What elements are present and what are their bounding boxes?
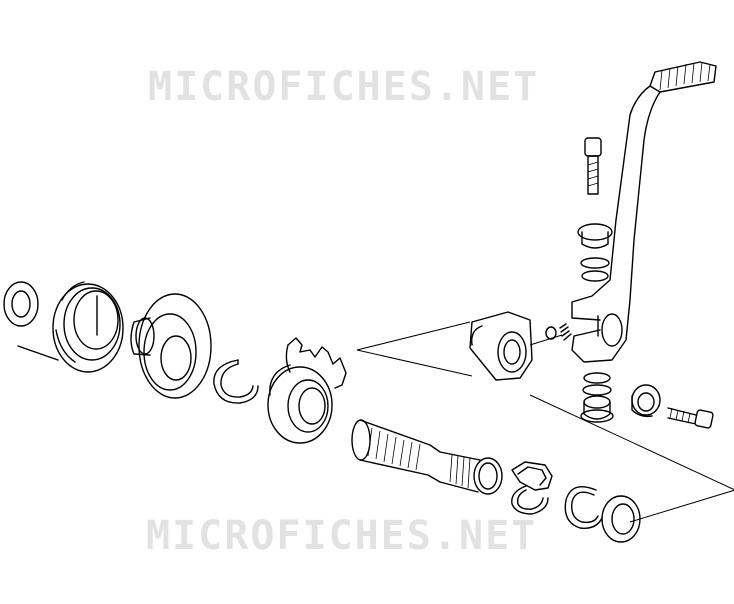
lever-bolt-top (584, 137, 602, 195)
spring-guide-bushing (130, 293, 212, 399)
kick-spring (17, 281, 124, 373)
kick-shaft (351, 419, 503, 495)
snap-ring-shaft (511, 485, 549, 515)
pivot-bushing-bottom (580, 395, 614, 423)
small-washer-left (3, 281, 39, 327)
watermark-bottom: MICROFICHES.NET (146, 513, 538, 559)
ratchet-gear (267, 337, 347, 444)
shaft-spring-clip (511, 461, 553, 491)
thrust-washer-right (601, 495, 641, 543)
detent-ball (545, 326, 557, 340)
pivot-washers-top (580, 257, 610, 282)
lever-clamp-boss (469, 311, 533, 381)
side-nut (631, 384, 661, 418)
pivot-bushing-top (577, 223, 613, 249)
assembly-guide-lines (356, 321, 734, 523)
watermark-top: MICROFICHES.NET (148, 64, 540, 110)
clamp-bolt-side (667, 407, 714, 429)
kickstart-lever (571, 61, 717, 363)
c-ring-right (564, 486, 603, 529)
circlip-left (213, 359, 259, 404)
pivot-washers-bottom (582, 372, 612, 396)
detent-spring (559, 323, 572, 341)
